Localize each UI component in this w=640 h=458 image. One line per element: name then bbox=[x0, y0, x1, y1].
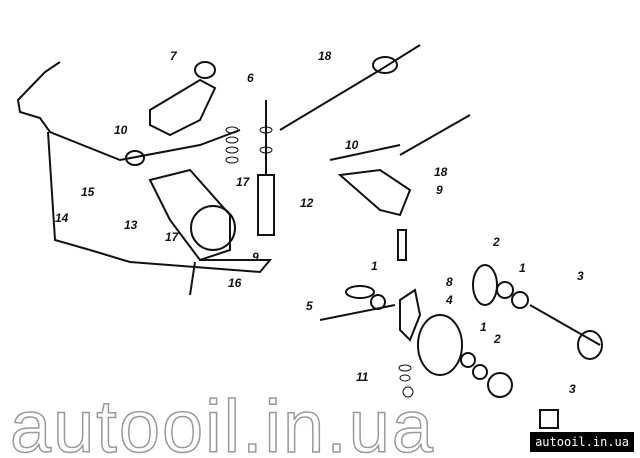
callout-12: 12 bbox=[300, 196, 314, 210]
callout-9b: 9 bbox=[252, 250, 259, 264]
callout-9: 9 bbox=[436, 183, 443, 197]
callout-2b: 2 bbox=[493, 332, 501, 346]
callout-1b: 1 bbox=[371, 259, 378, 273]
callout-4: 4 bbox=[445, 293, 453, 307]
callout-17: 17 bbox=[236, 175, 251, 189]
hub-cap bbox=[539, 409, 559, 429]
callout-18: 18 bbox=[318, 49, 332, 63]
seal-2b bbox=[472, 364, 488, 380]
callout-3: 3 bbox=[577, 269, 584, 283]
washer-stack bbox=[225, 126, 273, 164]
callout-10b: 10 bbox=[345, 138, 359, 152]
brake-rotor bbox=[417, 314, 463, 376]
bushing bbox=[125, 150, 145, 166]
spindle-bolt bbox=[345, 285, 375, 299]
upper-control-arm bbox=[149, 78, 217, 137]
callout-13: 13 bbox=[124, 218, 138, 232]
callout-5: 5 bbox=[306, 299, 313, 313]
right-lower-arm bbox=[337, 168, 412, 217]
lower-control-arm bbox=[148, 168, 231, 262]
watermark: autooil.in.ua bbox=[10, 385, 435, 458]
callout-11: 11 bbox=[356, 370, 369, 384]
callout-16: 16 bbox=[228, 276, 242, 290]
upper-bushing bbox=[194, 61, 216, 79]
bearing-1a bbox=[370, 294, 386, 310]
callout-2: 2 bbox=[492, 235, 500, 249]
stabilizer-link bbox=[47, 131, 91, 251]
callout-6: 6 bbox=[247, 71, 254, 85]
kit-11 bbox=[398, 364, 414, 398]
locking-hub-assembly bbox=[529, 304, 601, 346]
hub-flange bbox=[472, 264, 498, 306]
hub-lock bbox=[487, 372, 513, 398]
stabilizer-bar bbox=[16, 61, 241, 162]
site-badge: autooil.in.ua bbox=[530, 432, 634, 452]
callout-7: 7 bbox=[170, 49, 178, 63]
callout-17b: 17 bbox=[165, 230, 180, 244]
steering-knuckle bbox=[399, 288, 422, 342]
tie-rod-18 bbox=[399, 114, 471, 156]
torsion-bushing bbox=[372, 56, 398, 74]
lower-arm-bushing bbox=[190, 205, 236, 251]
callout-10: 10 bbox=[114, 123, 128, 137]
callout-1: 1 bbox=[519, 261, 526, 275]
bolt-16 bbox=[189, 261, 196, 296]
callout-8: 8 bbox=[446, 275, 453, 289]
callout-1c: 1 bbox=[480, 320, 487, 334]
callouts: 7 6 18 10 15 17 12 10 18 9 14 13 17 9 16… bbox=[55, 49, 584, 396]
callout-18b: 18 bbox=[434, 165, 448, 179]
bearing-1c bbox=[511, 291, 529, 309]
callout-15: 15 bbox=[81, 185, 95, 199]
seal-2a bbox=[496, 281, 514, 299]
callout-14: 14 bbox=[55, 211, 69, 225]
shock-absorber bbox=[257, 174, 275, 236]
torsion-bar-18 bbox=[279, 44, 421, 131]
callout-3b: 3 bbox=[569, 382, 576, 396]
arm-10 bbox=[329, 144, 401, 161]
ball-joint-8 bbox=[397, 229, 407, 261]
bearing-1b bbox=[460, 352, 476, 368]
hub-body bbox=[577, 330, 603, 360]
strut-rod bbox=[89, 249, 273, 274]
